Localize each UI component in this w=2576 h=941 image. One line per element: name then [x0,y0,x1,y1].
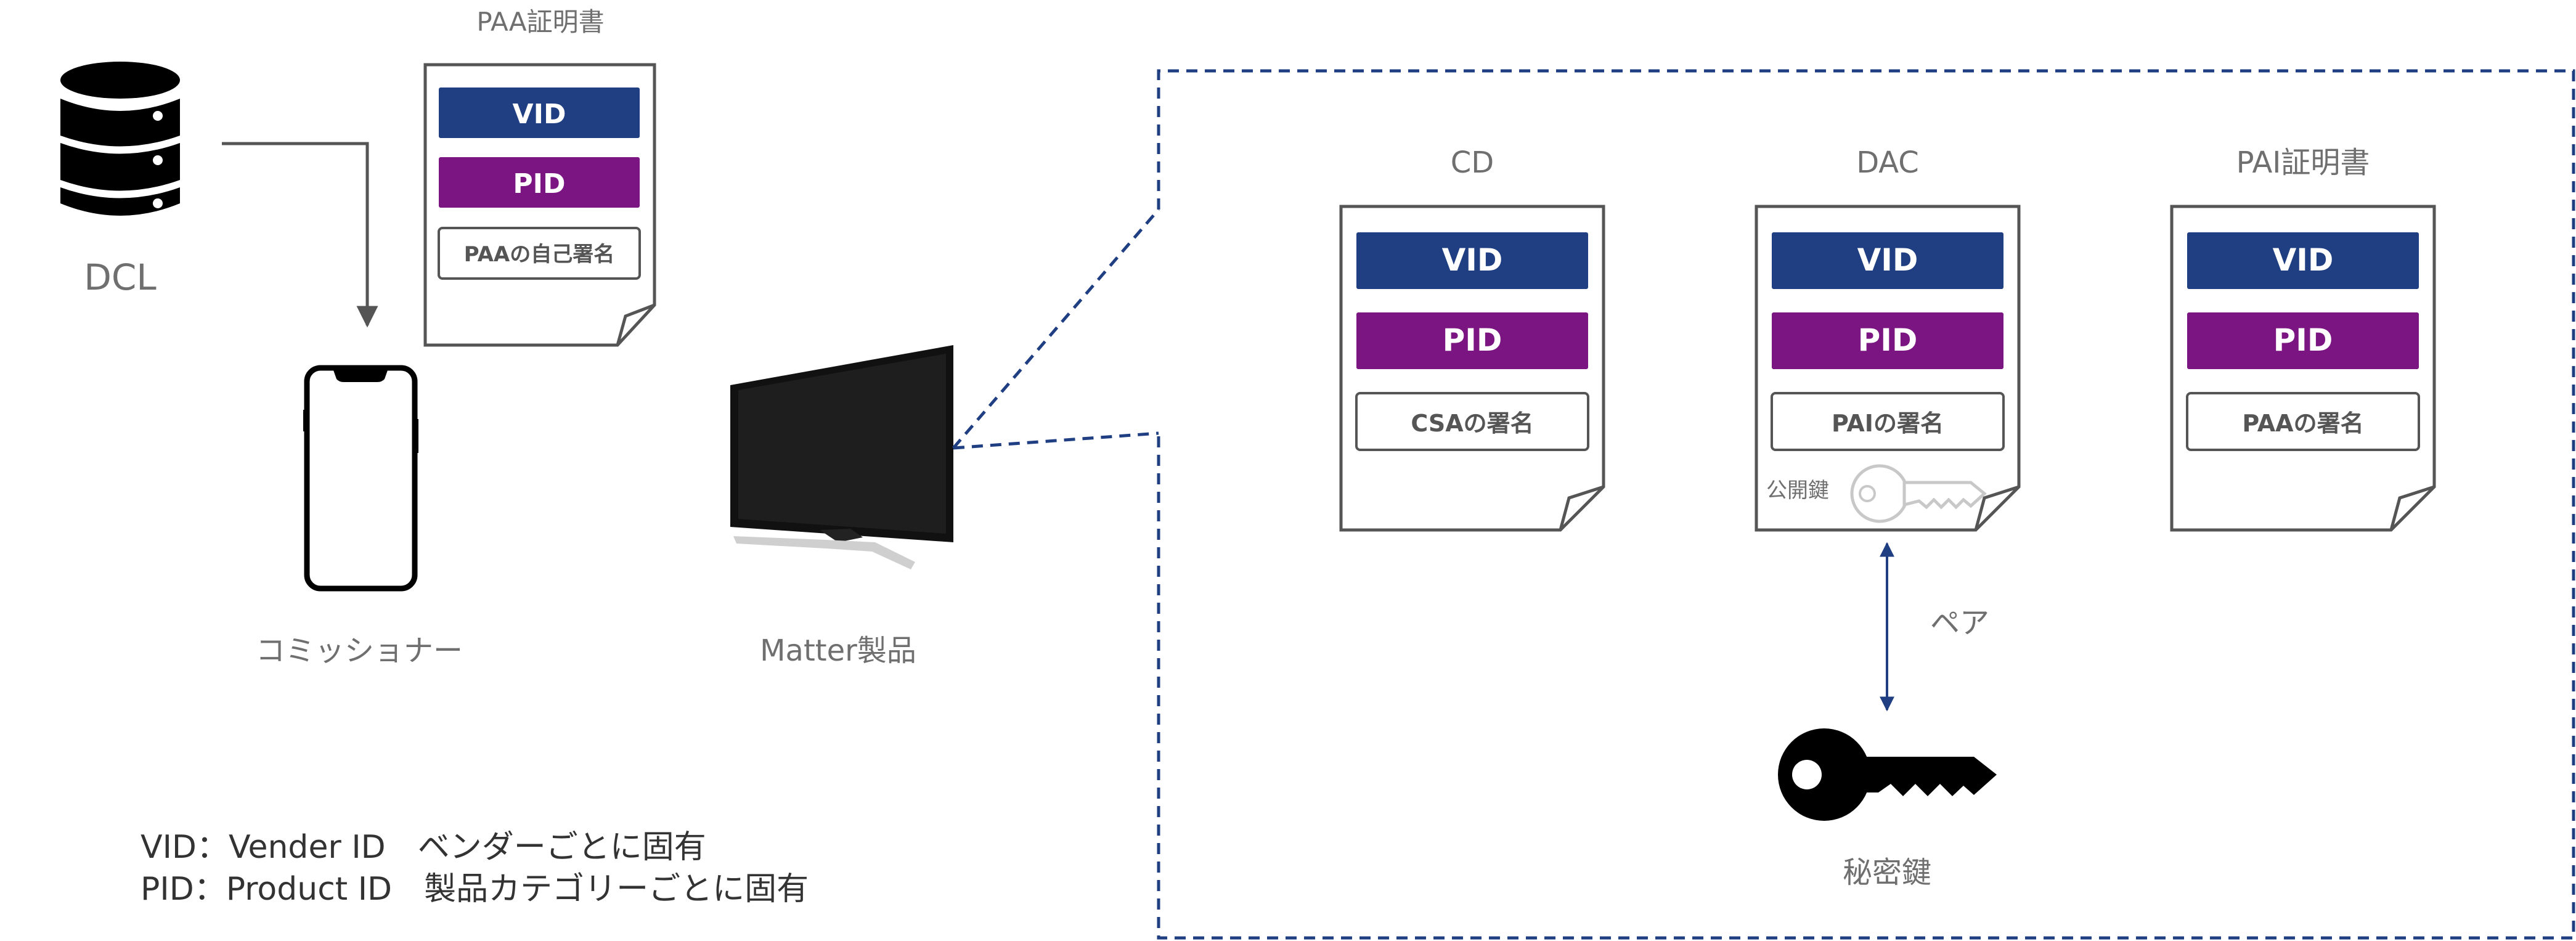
callout-line-lower [953,431,1159,450]
cert-pid-box [1772,312,2003,369]
cert-vid-label: VID [1442,242,1503,278]
cert-signature-label: PAIの署名 [1832,410,1944,437]
paa-signature-box [438,227,641,280]
cert-fold [1559,485,1604,531]
cert-signature-label: PAAの署名 [2242,410,2363,437]
cert-signature-label: CSAの署名 [1411,410,1533,437]
commissioner-label: コミッショナー [256,633,463,668]
paa-signature-label: PAAの自己署名 [464,242,614,267]
product-label: Matter製品 [760,633,916,668]
paa-cert-document: VID PID PAAの自己署名 [423,63,656,347]
cert-fold [1974,485,2020,531]
cert-signature-box [1771,392,2005,451]
cert-vid-label: VID [1857,242,1918,278]
cert-pid-box [2187,312,2419,369]
database-icon [60,62,180,216]
cert-vid-box [2187,232,2419,289]
cert-pid-box [1356,312,1588,369]
paa-cert-title: PAA証明書 [476,7,604,37]
paa-vid-label: VID [513,99,566,130]
cert-pid-label: PID [1858,322,1918,358]
public-key-label: 公開鍵 [1766,478,1829,503]
cert-vid-label: VID [2273,242,2334,278]
cert-title: PAI証明書 [2236,145,2370,180]
cert-document-2: PAI証明書 VID PID PAAの署名 [2170,145,2436,532]
product-detail-callout [1157,69,2575,940]
cert-vid-box [1356,232,1588,289]
private-key-label: 秘密鍵 [1843,855,1931,890]
smartphone-icon [303,365,418,592]
cert-title: DAC [1856,145,1919,180]
pair-label: ペア [1930,606,1989,640]
dcl-to-commissioner-arrow [222,142,378,328]
cert-title: CD [1451,145,1494,180]
dcl-label: DCL [84,256,156,298]
cert-signature-box [1355,392,1589,451]
public-key-icon [1850,464,1987,523]
paa-vid-box [439,88,640,138]
cert-document-0: CD VID PID CSAの署名 [1339,145,1605,532]
tv-icon [730,345,953,569]
cert-fold [2389,485,2435,531]
cert-signature-box [2186,392,2420,451]
legend-vid: VID：Vender ID ベンダーごとに固有 [141,829,706,866]
cert-pid-label: PID [2273,322,2333,358]
paa-pid-label: PID [513,168,565,200]
cert-vid-box [1772,232,2003,289]
cert-pid-label: PID [1443,322,1502,358]
legend-pid: PID：Product ID 製品カテゴリーごとに固有 [141,871,809,908]
key-icon [1778,728,1997,821]
callout-line-upper [952,208,1160,449]
paa-pid-box [439,157,640,208]
